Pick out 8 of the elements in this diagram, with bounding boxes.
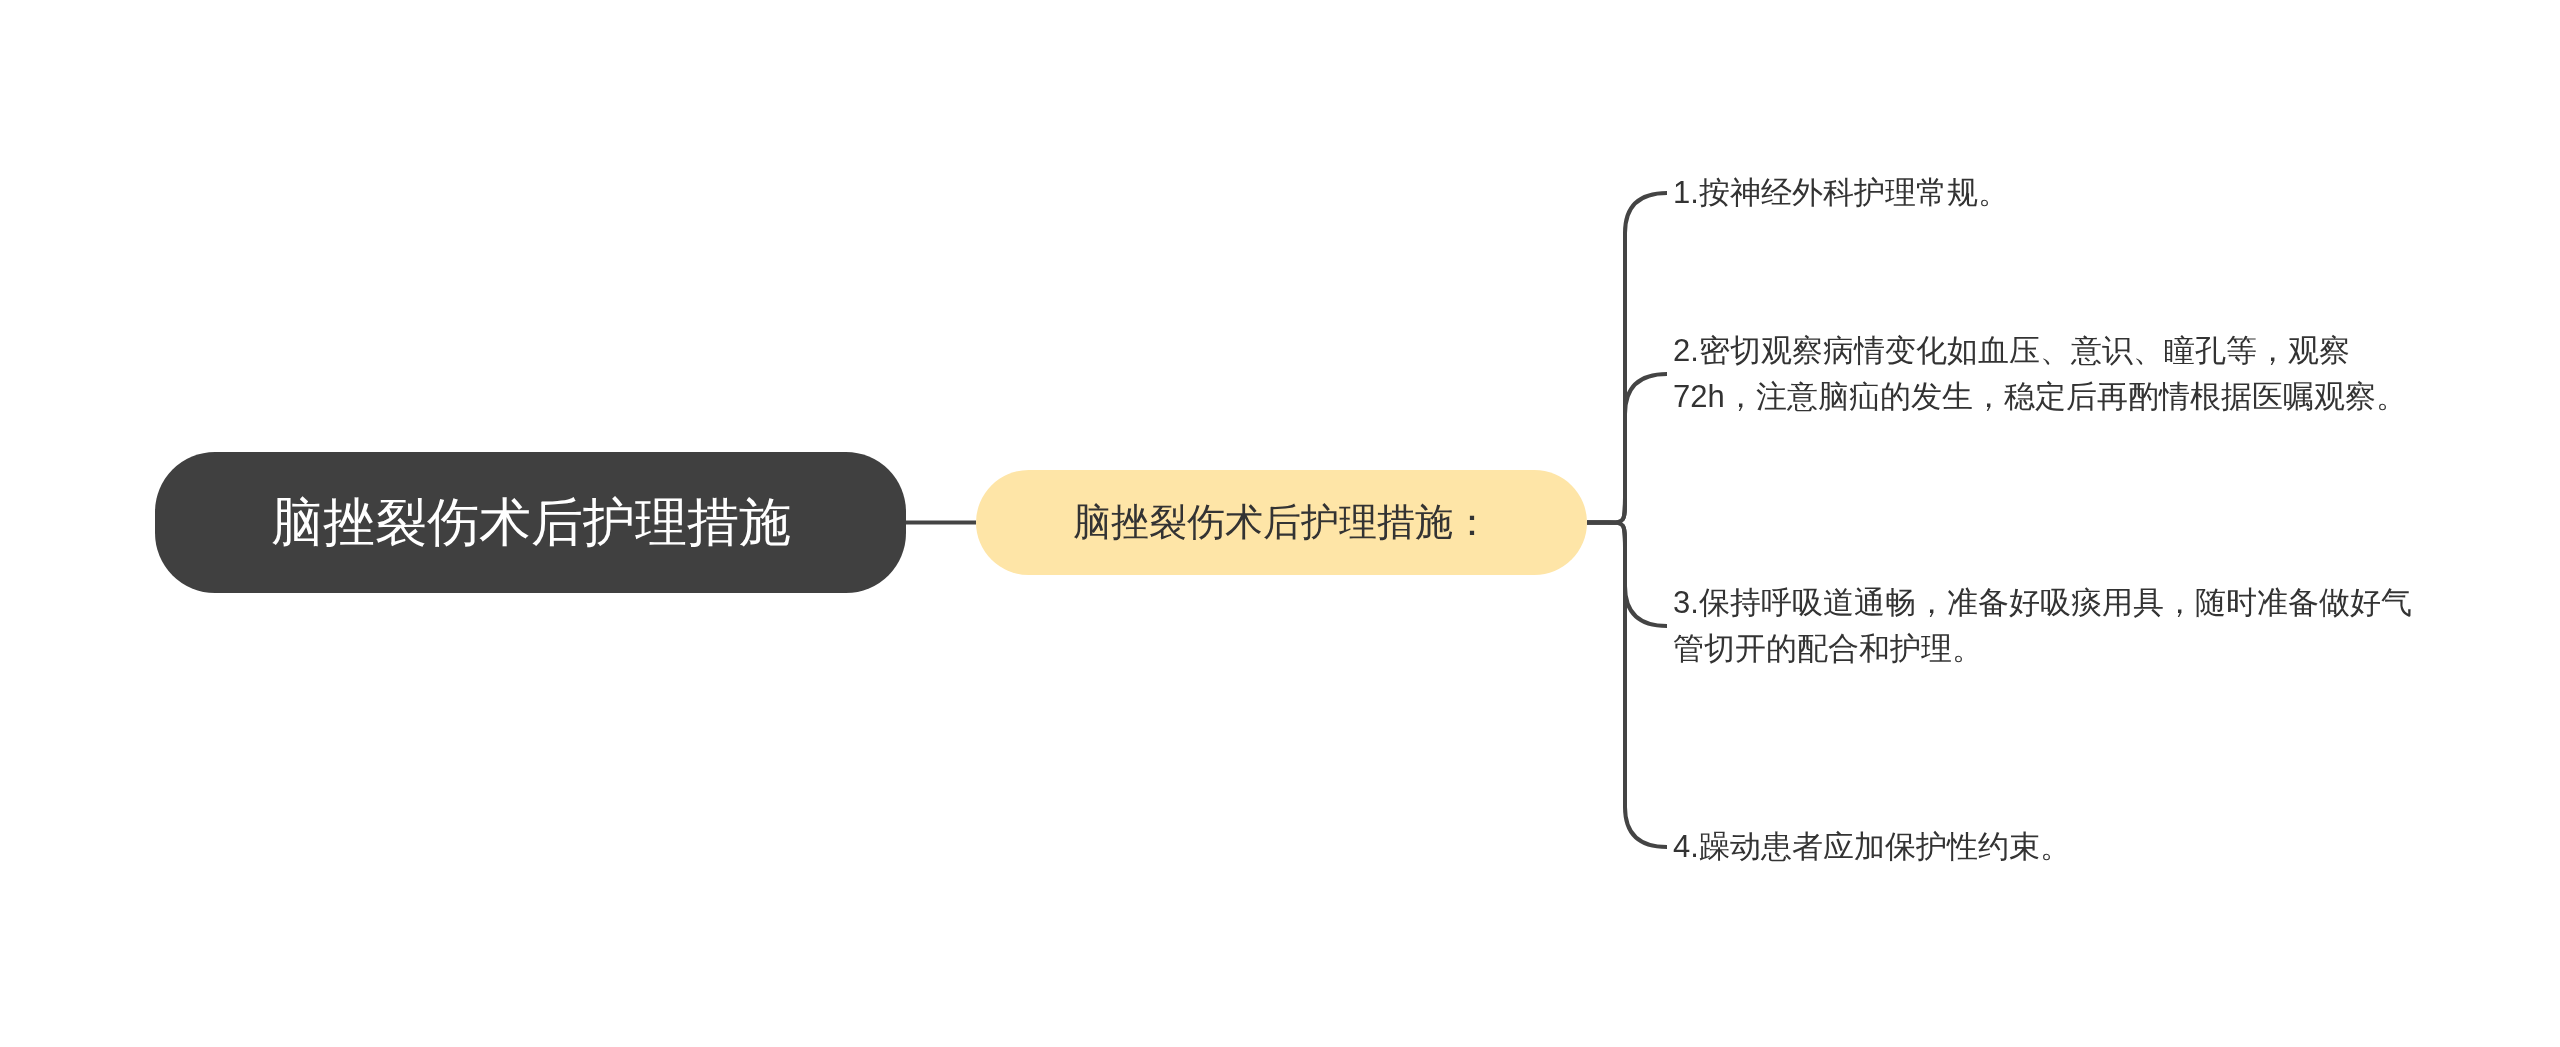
connector-line xyxy=(906,520,976,525)
branch-text: 1.按神经外科护理常规。 xyxy=(1673,170,2413,216)
subtopic-pill: 脑挫裂伤术后护理措施： xyxy=(976,470,1587,575)
connector-line xyxy=(1587,520,1668,849)
branch-text: 4.躁动患者应加保护性约束。 xyxy=(1673,824,2413,870)
branch-text: 3.保持呼吸道通畅，准备好吸痰用具，随时准备做好气管切开的配合和护理。 xyxy=(1673,580,2413,672)
topic-pill: 脑挫裂伤术后护理措施 xyxy=(155,452,906,593)
branch-text: 2.密切观察病情变化如血压、意识、瞳孔等，观察72h，注意脑疝的发生，稳定后再酌情根据医嘱观察。 xyxy=(1673,328,2413,420)
